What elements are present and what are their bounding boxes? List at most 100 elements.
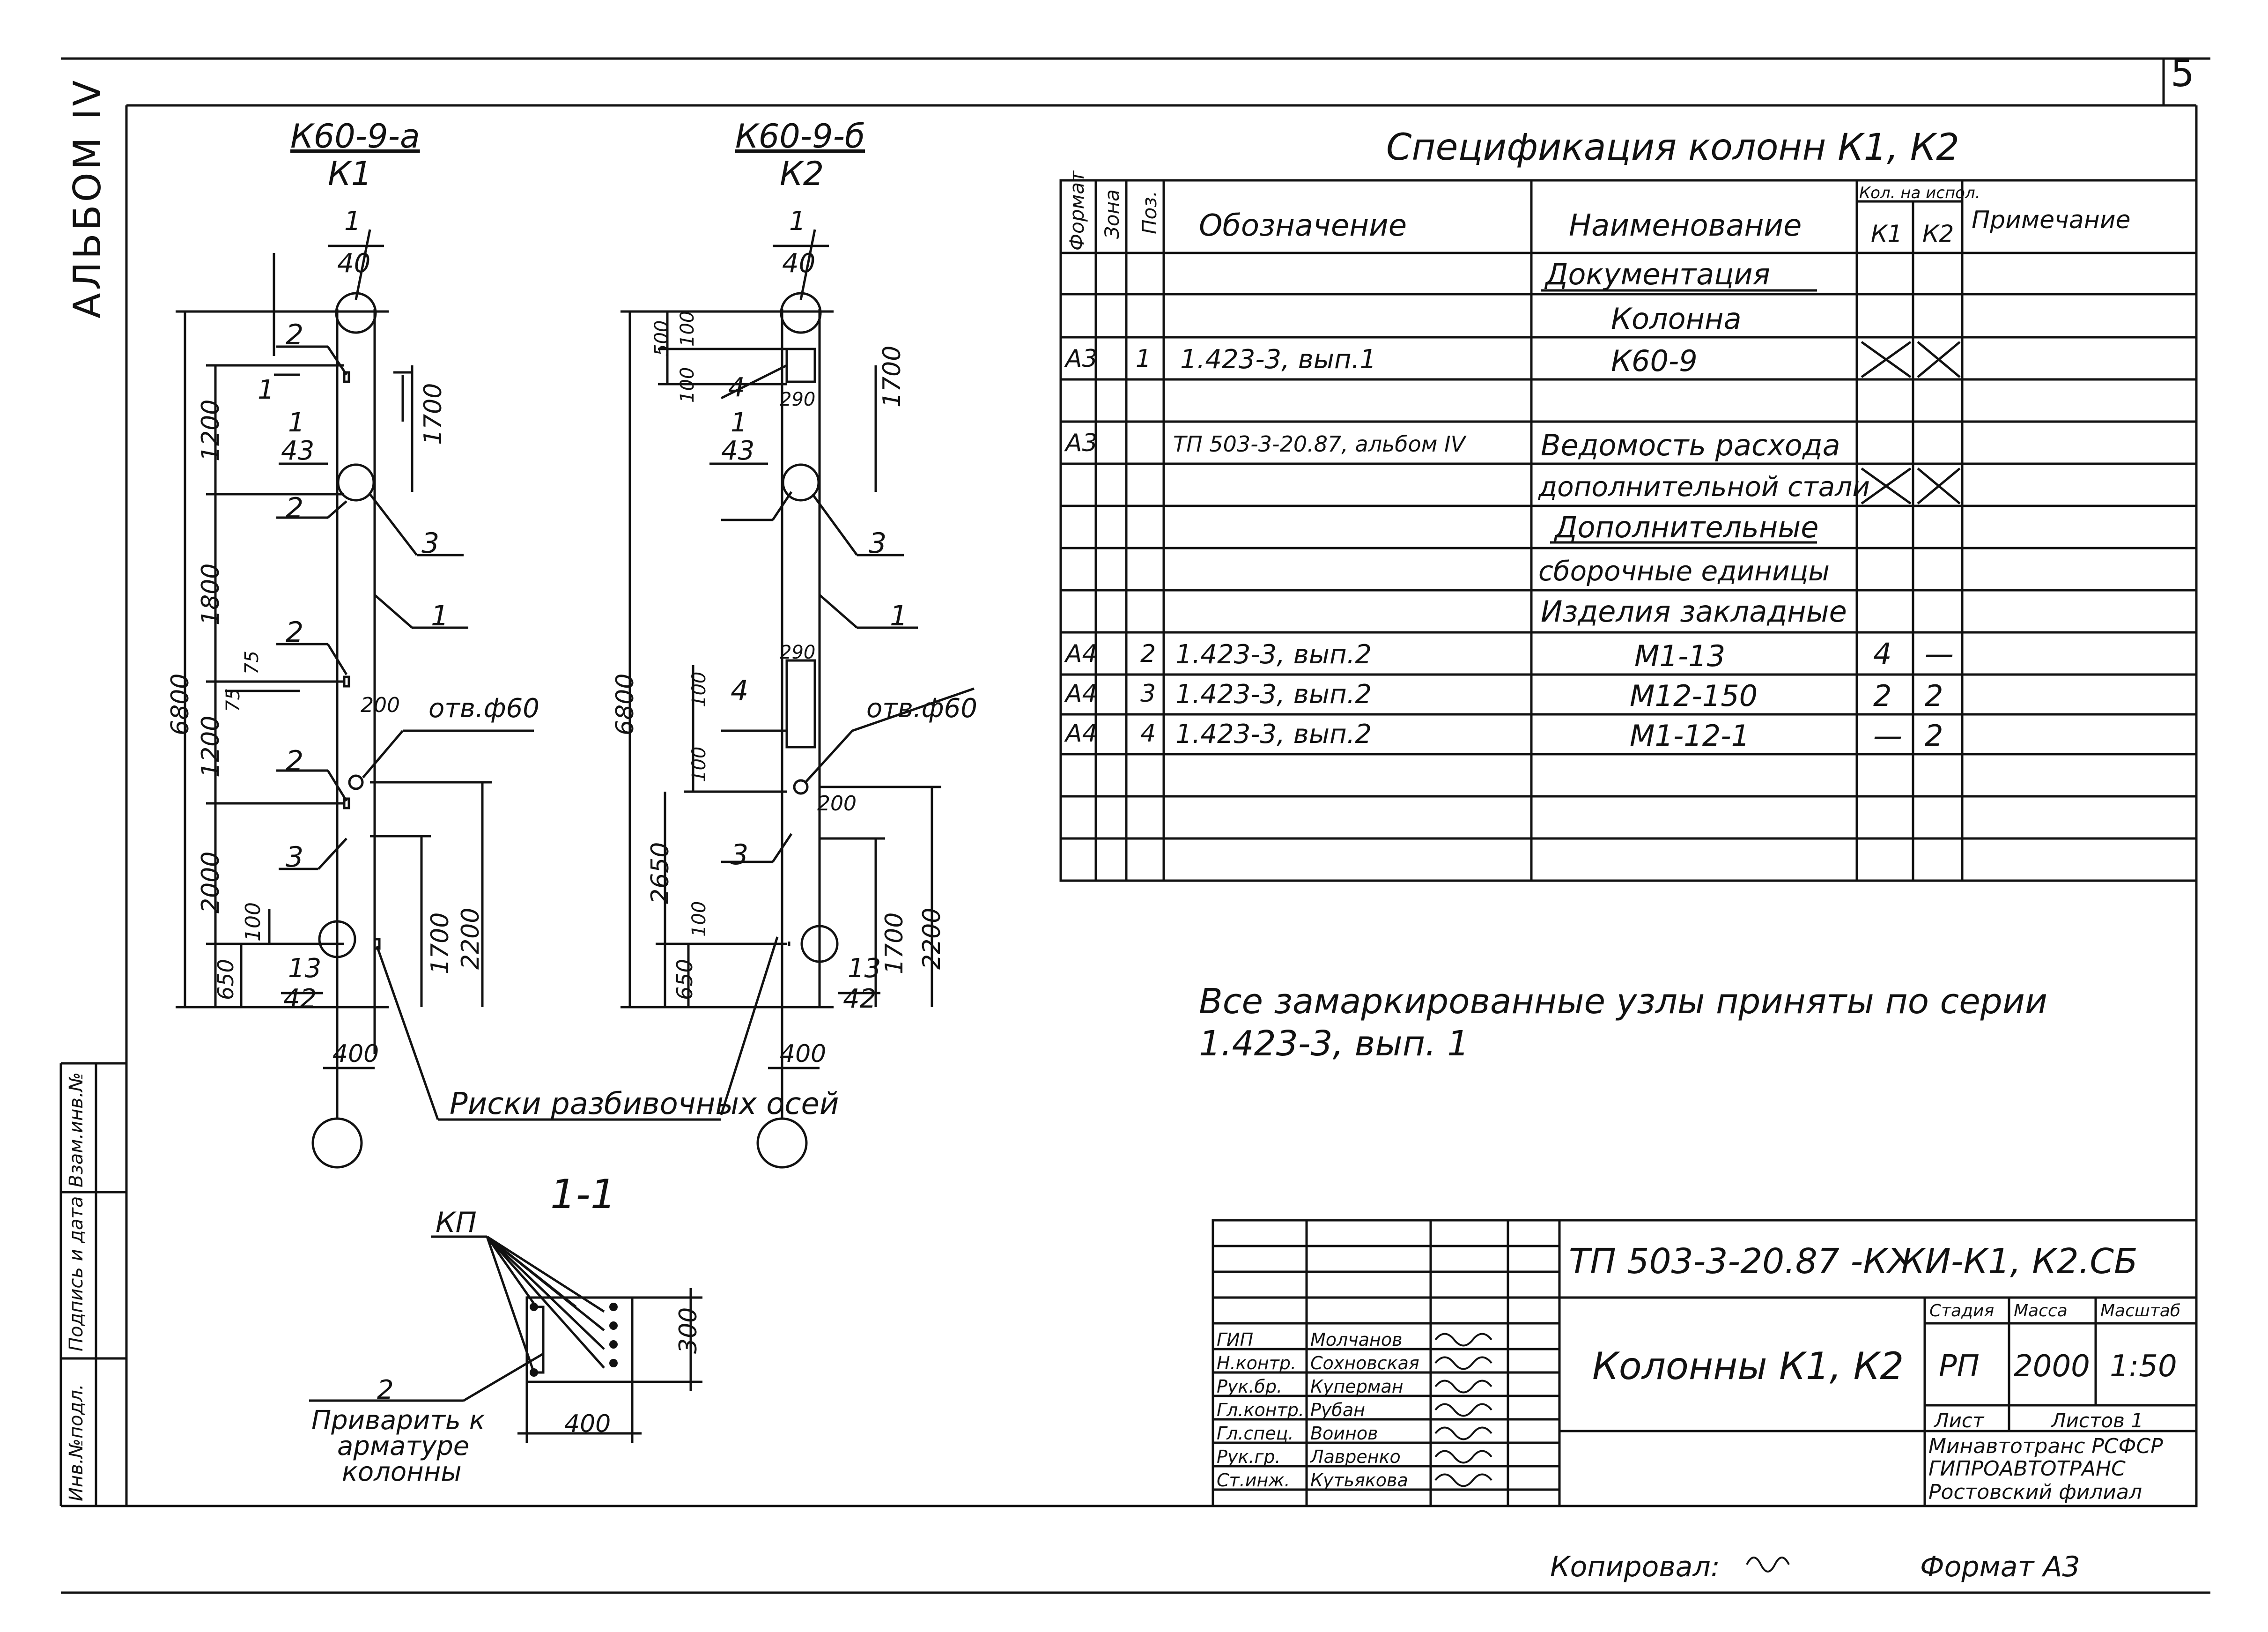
- k1-node-mid-num: 1: [288, 408, 305, 438]
- tb-scale: 1:50: [2110, 1349, 2177, 1384]
- k1-callout-2b: 2: [286, 492, 304, 525]
- spec-row-12-pos: 4: [1140, 720, 1156, 748]
- tb-name-6: Лавренко: [1310, 1447, 1401, 1467]
- spec-h-qty: Кол. на испол.: [1859, 184, 1980, 202]
- spec-row-8-name: сборочные единицы: [1538, 555, 1830, 587]
- k2-callout-3b: 3: [731, 838, 749, 871]
- section-kp: КП: [436, 1206, 477, 1239]
- spec-h-designation: Обозначение: [1199, 208, 1407, 243]
- k1-hole: отв.ф60: [428, 693, 539, 724]
- k2-callout-3a: 3: [869, 527, 887, 560]
- tb-role-4: Гл.контр.: [1217, 1400, 1304, 1420]
- tb-stage: РП: [1939, 1349, 1980, 1384]
- spec-row-11-name: М12-150: [1630, 679, 1758, 713]
- spec-row-10-designation: 1.423-3, вып.2: [1175, 639, 1372, 670]
- spec-row-10-format: А4: [1065, 640, 1098, 668]
- k2-callout-1: 1: [890, 600, 908, 632]
- spec-row-6-name: дополнительной стали: [1538, 471, 1870, 503]
- k2-node-top-num: 1: [789, 206, 806, 237]
- tb-role-6: Рук.гр.: [1217, 1447, 1281, 1467]
- tb-name-5: Воинов: [1310, 1423, 1378, 1444]
- spec-row-11-k1: 2: [1873, 679, 1892, 713]
- footer-copied: Копировал:: [1550, 1550, 1721, 1583]
- section-title: 1-1: [550, 1171, 616, 1218]
- spec-h-name: Наименование: [1569, 208, 1802, 243]
- k1-dim-d200: 200: [361, 693, 400, 717]
- tb-sheets-label: Листов 1: [2051, 1409, 2143, 1432]
- k2-node-top-sheet: 40: [782, 248, 816, 279]
- tb-mass-label: Масса: [2014, 1301, 2068, 1320]
- k1-callout-2a: 2: [286, 319, 304, 351]
- spec-row-12-k2: 2: [1925, 719, 1943, 753]
- spec-row-10-pos: 2: [1140, 640, 1156, 668]
- k1-node-mid-sheet: 43: [281, 436, 315, 466]
- k1-callout-3a: 3: [286, 841, 304, 874]
- spec-row-10-k2: —: [1925, 637, 1954, 671]
- spec-row-11-k2: 2: [1925, 679, 1943, 713]
- tb-role-5: Гл.спец.: [1217, 1423, 1294, 1444]
- tb-code: ТП 503-3-20.87 -КЖИ-К1, К2.СБ: [1569, 1241, 2138, 1282]
- tb-org-3: Ростовский филиал: [1928, 1480, 2142, 1504]
- axis-note: Риски разбивочных осей: [450, 1087, 839, 1121]
- k2-name: К2: [780, 155, 824, 193]
- k1-section-mark-left: 1: [258, 375, 274, 405]
- tb-role-3: Рук.бр.: [1217, 1376, 1283, 1397]
- spec-row-12-format: А4: [1065, 720, 1098, 748]
- k1-node-top-sheet: 40: [337, 248, 371, 279]
- k1-callout-2d: 2: [286, 745, 304, 778]
- k1-node-bot-sheet: 42: [283, 984, 317, 1014]
- tb-sheet-label: Лист: [1934, 1409, 1984, 1432]
- spec-row-10-k1: 4: [1873, 637, 1892, 671]
- spec-row-2-name: Колонна: [1611, 302, 1742, 336]
- tb-org-1: Минавтотранс РСФСР: [1928, 1434, 2163, 1458]
- spec-row-12-name: М1-12-1: [1630, 719, 1750, 753]
- k2-dim-d200: 200: [817, 792, 857, 816]
- section-note-1: Приварить к: [311, 1405, 485, 1436]
- general-note-2: 1.423-3, вып. 1: [1199, 1024, 1470, 1064]
- spec-h-k1: К1: [1871, 220, 1903, 247]
- section-dim-w: 400: [564, 1410, 611, 1438]
- tb-mass: 2000: [2014, 1349, 2090, 1384]
- spec-h-note: Примечание: [1972, 206, 2131, 234]
- k1-dim-w400: 400: [332, 1040, 379, 1068]
- spec-title: Спецификация колонн К1, К2: [1386, 126, 1959, 169]
- k2-mark: К60-9-б: [735, 117, 865, 156]
- k1-callout-3b: 3: [421, 527, 440, 560]
- spec-h-k2: К2: [1922, 220, 1954, 247]
- k1-node-top-num: 1: [344, 206, 361, 237]
- general-note-1: Все замаркированные узлы приняты по сери…: [1199, 981, 2047, 1022]
- spec-row-12-k1: —: [1873, 719, 1902, 753]
- spec-row-11-pos: 3: [1140, 680, 1156, 708]
- k2-hole: отв.ф60: [866, 693, 977, 724]
- sheet-number: 5: [2171, 52, 2194, 95]
- k2-dim-290b: 290: [780, 642, 816, 663]
- spec-row-9-name: Изделия закладные: [1541, 594, 1847, 629]
- spec-row-5-designation: ТП 503-3-20.87, альбом IV: [1173, 431, 1466, 457]
- tb-org-2: ГИПРОАВТОТРАНС: [1928, 1457, 2126, 1481]
- k2-node-bot-sheet: 42: [843, 984, 877, 1014]
- spec-row-3-pos: 1: [1136, 345, 1152, 373]
- spec-row-3-name: К60-9: [1611, 344, 1698, 378]
- section-callout: 2: [377, 1375, 394, 1405]
- spec-row-7-name: Дополнительные: [1555, 510, 1819, 544]
- k2-callout-4b: 4: [731, 675, 749, 707]
- k2-callout-4a: 4: [728, 372, 745, 403]
- tb-scale-label: Масштаб: [2100, 1301, 2181, 1320]
- spec-row-3-format: А3: [1065, 345, 1098, 373]
- tb-name-1: Молчанов: [1310, 1329, 1403, 1350]
- k2-dim-w400: 400: [780, 1040, 827, 1068]
- k1-callout-1: 1: [431, 600, 449, 632]
- section-note-3: колонны: [342, 1457, 462, 1487]
- tb-stage-label: Стадия: [1929, 1301, 1995, 1320]
- k1-callout-2c: 2: [286, 616, 304, 649]
- spec-row-11-format: А4: [1065, 680, 1098, 708]
- section-note-2: арматуре: [337, 1431, 470, 1461]
- k1-name: К1: [328, 155, 372, 193]
- k2-dim-290a: 290: [780, 389, 816, 410]
- tb-role-2: Н.контр.: [1217, 1353, 1297, 1373]
- tb-name-7: Кутьякова: [1310, 1470, 1408, 1491]
- tb-title: Колонны К1, К2: [1592, 1344, 1904, 1388]
- k2-node-bot-num: 13: [848, 953, 881, 984]
